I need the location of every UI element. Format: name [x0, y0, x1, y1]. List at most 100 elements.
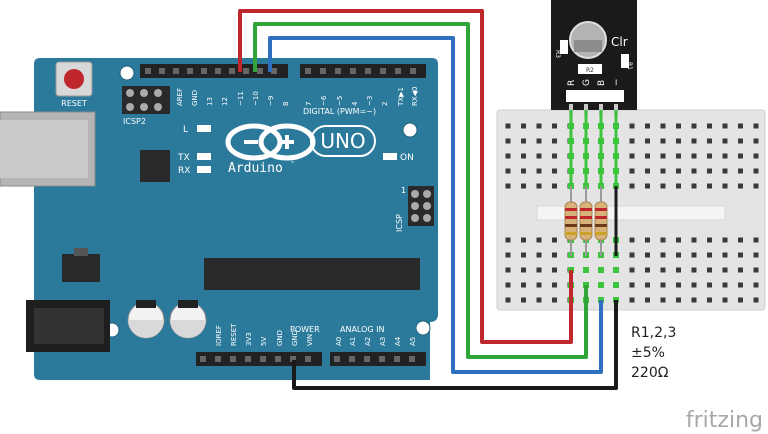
breadboard-hole — [629, 153, 635, 159]
header-pin — [243, 68, 249, 74]
breadboard-hole — [676, 237, 681, 243]
digital-header-label: DIGITAL (PWM=~) — [303, 107, 376, 116]
breadboard-hole — [691, 237, 697, 243]
breadboard-hole — [738, 252, 743, 258]
analog-header-label: ANALOG IN — [340, 325, 385, 334]
breadboard-hole — [521, 252, 526, 258]
breadboard-hole — [707, 153, 712, 159]
breadboard-hole-active — [598, 267, 604, 273]
header-pin — [215, 356, 221, 362]
breadboard-hole — [552, 168, 557, 174]
breadboard-hole — [691, 183, 697, 189]
breadboard-hole — [738, 153, 743, 159]
digital-pin-label: GND — [191, 90, 199, 106]
breadboard-hole — [753, 252, 759, 258]
icsp-pin — [423, 214, 431, 222]
digital-pin-label: 2 — [381, 102, 389, 106]
breadboard-hole — [738, 183, 743, 189]
header-pin — [410, 68, 416, 74]
breadboard-hole — [660, 267, 666, 273]
header-pin — [409, 356, 415, 362]
breadboard-hole — [552, 138, 557, 144]
module-pin-label: B — [597, 80, 607, 86]
breadboard-hole — [505, 123, 511, 129]
header-pin — [145, 68, 151, 74]
breadboard-hole — [707, 252, 712, 258]
breadboard-hole — [645, 237, 650, 243]
breadboard-hole — [738, 168, 743, 174]
resistor-band — [580, 208, 592, 211]
breadboard-hole — [536, 237, 542, 243]
breadboard-hole — [691, 252, 697, 258]
breadboard-hole — [676, 252, 681, 258]
breadboard-hole — [753, 168, 759, 174]
breadboard-hole — [629, 123, 635, 129]
breadboard-hole — [629, 297, 635, 303]
breadboard-hole — [505, 282, 511, 288]
breadboard-hole — [536, 252, 542, 258]
breadboard-hole — [707, 282, 712, 288]
digital-pin-label: ~5 — [336, 96, 344, 106]
icsp2-pin — [140, 103, 148, 111]
led-tx-label: TX — [177, 153, 190, 163]
header-pin — [365, 68, 371, 74]
header-pin — [200, 356, 206, 362]
breadboard-hole — [536, 183, 542, 189]
header-pin — [349, 356, 355, 362]
breadboard-hole — [707, 267, 712, 273]
breadboard-hole — [676, 153, 681, 159]
breadboard-hole — [629, 252, 635, 258]
resistor-body — [594, 201, 608, 241]
icsp-pin — [411, 202, 419, 210]
breadboard-hole — [552, 297, 557, 303]
digital-pin-label: RX◀0 — [411, 87, 419, 107]
header-pin — [364, 356, 370, 362]
header-pin — [305, 68, 311, 74]
analog-pin-label: A2 — [364, 337, 372, 346]
icsp-pin — [423, 190, 431, 198]
breadboard-hole — [722, 282, 728, 288]
breadboard-hole — [521, 237, 526, 243]
breadboard-hole — [722, 138, 728, 144]
breadboard-hole — [707, 297, 712, 303]
icsp2-label: ICSP2 — [123, 117, 146, 126]
power-pin-label: IOREF — [215, 325, 223, 346]
breadboard-hole — [629, 237, 635, 243]
breadboard-hole — [536, 297, 542, 303]
breadboard-hole — [660, 138, 666, 144]
digital-pin-label: ~10 — [252, 91, 260, 106]
digital-pin-label: ~6 — [320, 95, 328, 106]
breadboard-hole — [738, 138, 743, 144]
power-pin-label: 5V — [260, 337, 268, 346]
resistor-band — [565, 216, 577, 219]
header-pin — [245, 356, 251, 362]
digital-pin-label: ~11 — [237, 91, 245, 106]
breadboard-hole — [707, 183, 712, 189]
breadboard-hole — [676, 267, 681, 273]
breadboard-hole — [753, 123, 759, 129]
breadboard-hole — [552, 237, 557, 243]
header-pin — [187, 68, 193, 74]
digital-pin-label: 4 — [351, 101, 359, 106]
icsp-pin — [411, 190, 419, 198]
breadboard-hole — [707, 237, 712, 243]
header-pin — [260, 356, 266, 362]
resistor-band — [580, 216, 592, 219]
breadboard-hole — [660, 237, 666, 243]
header-pin — [334, 356, 340, 362]
digital-pin-label: ~3 — [366, 96, 374, 106]
breadboard — [496, 109, 766, 311]
wire-black — [292, 300, 618, 390]
breadboard-hole — [691, 153, 697, 159]
breadboard-hole — [521, 183, 526, 189]
breadboard-hole — [536, 123, 542, 129]
icsp-pin1-label: 1 — [401, 186, 406, 195]
led-rx-label: RX — [178, 166, 190, 176]
header-pin — [173, 68, 179, 74]
power-pin-label: 3V3 — [245, 332, 253, 346]
icsp2-pin — [140, 89, 148, 97]
breadboard-hole — [660, 183, 666, 189]
breadboard-hole — [691, 123, 697, 129]
